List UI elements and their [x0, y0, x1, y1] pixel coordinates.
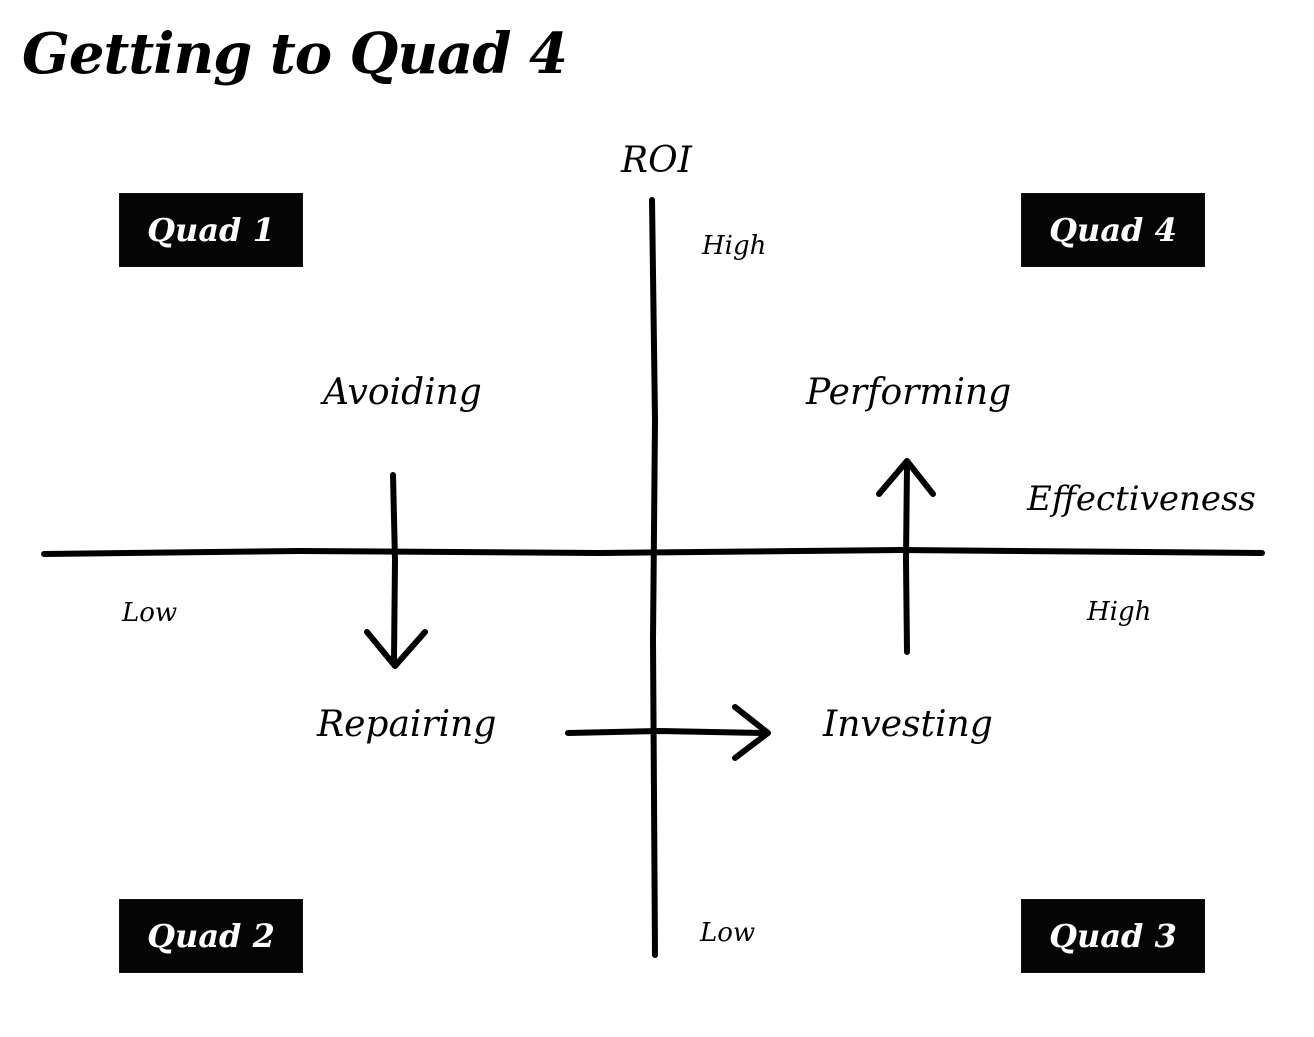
x-axis-line [41, 546, 1265, 557]
arrow-repairing-to-investing [565, 704, 771, 761]
diagram-title: Getting to Quad 4 [22, 21, 568, 87]
quad-3-box: Quad 3 [1022, 900, 1204, 972]
y-axis-label: ROI [621, 140, 692, 181]
x-axis-label: Effectiveness [1027, 479, 1256, 519]
y-axis-low-label: Low [700, 918, 756, 948]
arrow-investing-to-performing [876, 458, 936, 655]
quad-1-box: Quad 1 [120, 194, 302, 266]
y-axis-line [649, 197, 659, 958]
x-axis-low-label: Low [122, 598, 178, 628]
x-axis-high-label: High [1087, 597, 1152, 627]
y-axis-high-label: High [702, 231, 767, 261]
arrow-avoiding-to-repairing [364, 472, 428, 669]
state-investing: Investing [823, 704, 993, 745]
state-performing: Performing [806, 372, 1012, 413]
quad-4-box: Quad 4 [1022, 194, 1204, 266]
quad-2-box: Quad 2 [120, 900, 302, 972]
state-avoiding: Avoiding [323, 372, 482, 413]
state-repairing: Repairing [317, 704, 497, 745]
